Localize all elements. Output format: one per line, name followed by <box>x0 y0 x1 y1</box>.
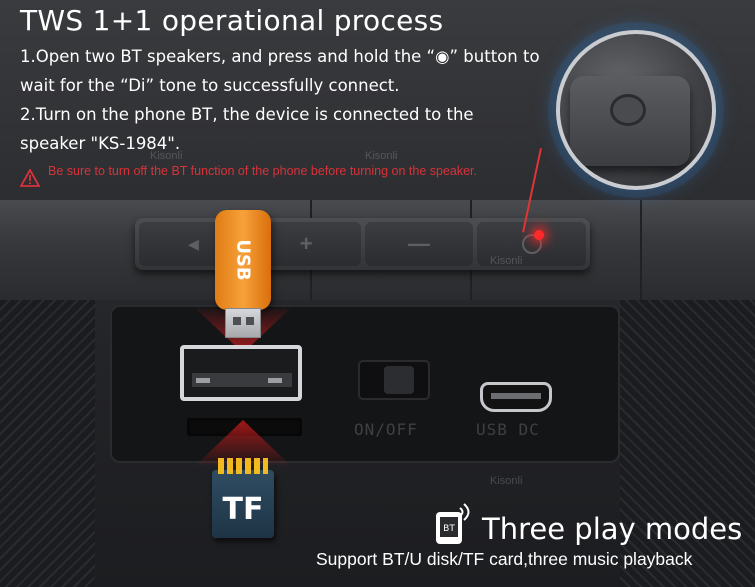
volume-down-key: — <box>364 222 474 266</box>
play-modes-title: Three play modes <box>482 512 743 546</box>
tws-highlight-dot <box>534 230 544 240</box>
speaker-grille-left <box>0 300 95 587</box>
tws-button-closeup <box>610 94 646 126</box>
switch-caption: ON/OFF <box>354 420 418 439</box>
tws-key <box>477 222 586 266</box>
speaker-grille-right <box>620 300 755 587</box>
usb-stick: USB <box>215 210 271 310</box>
port-caption: USB DC <box>476 420 540 439</box>
tf-card-label: TF <box>222 492 264 527</box>
warning-icon <box>20 169 40 187</box>
usb-stick-label: USB <box>232 239 254 281</box>
warning-note: Be sure to turn off the BT function of t… <box>20 164 488 187</box>
watermark-text: Kisonli <box>490 475 523 487</box>
tws-button-zoom-callout <box>556 30 716 190</box>
power-switch <box>358 360 430 400</box>
usb-plug <box>225 308 261 338</box>
bt-phone-icon: BT <box>436 503 470 544</box>
tf-card: TF <box>212 458 274 538</box>
watermark-text: Kisonli <box>150 150 183 162</box>
play-modes-subtitle: Support BT/U disk/TF card,three music pl… <box>316 549 693 569</box>
instruction-step-2: 2.Turn on the phone BT, the device is co… <box>20 105 474 153</box>
warning-text: Be sure to turn off the BT function of t… <box>48 164 477 178</box>
page-title: TWS 1+1 operational process <box>20 4 444 37</box>
instruction-step-1: 1.Open two BT speakers, and press and ho… <box>20 47 540 95</box>
svg-text:BT: BT <box>443 524 455 534</box>
watermark-text: Kisonli <box>490 255 523 267</box>
usb-a-port <box>180 345 302 401</box>
micro-usb-port <box>480 382 552 412</box>
watermark-text: Kisonli <box>365 150 398 162</box>
